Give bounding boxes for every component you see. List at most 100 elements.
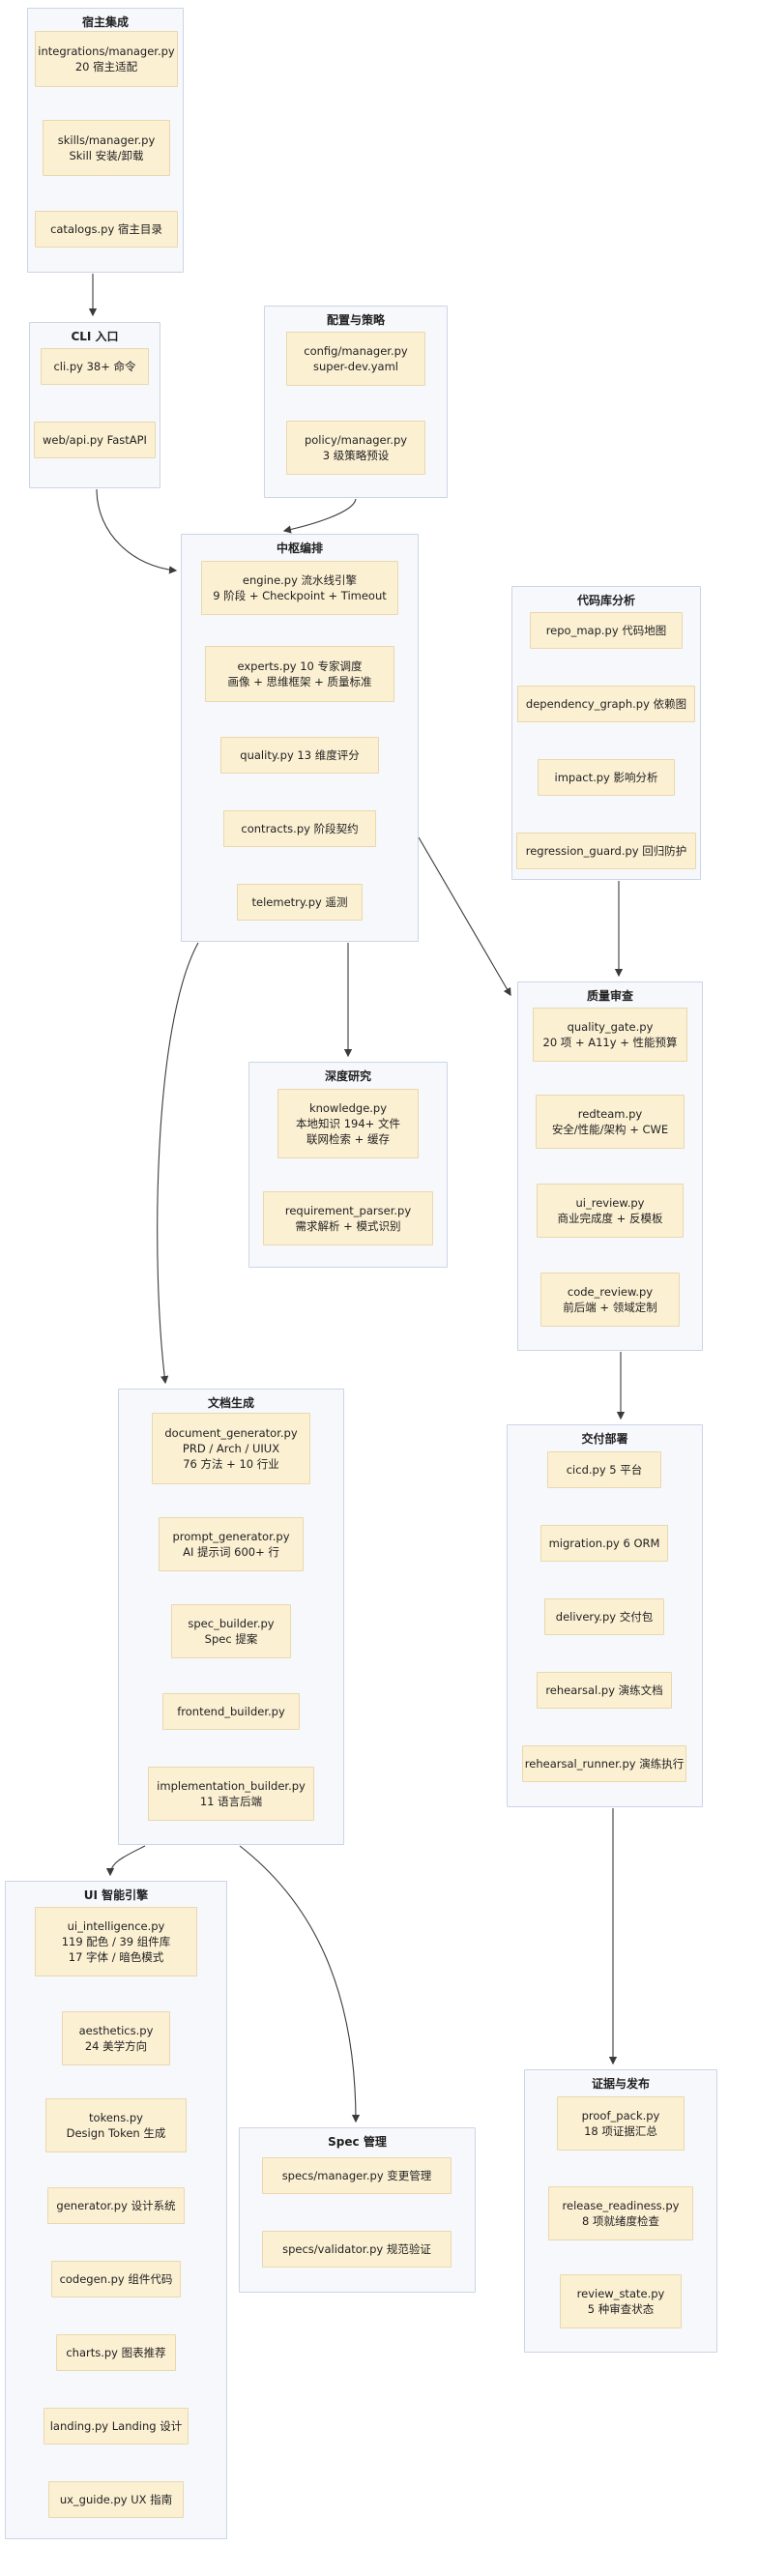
node-text-line: 76 方法 + 10 行业 bbox=[183, 1457, 279, 1471]
cluster-title-cli: CLI 入口 bbox=[71, 330, 119, 343]
node-text-line: web/api.py FastAPI bbox=[43, 433, 147, 447]
node-text-line: knowledge.py bbox=[308, 1101, 388, 1115]
node-text-line: config/manager.py bbox=[304, 344, 408, 358]
node-text-line: skills/manager.py bbox=[57, 133, 156, 147]
node-impact-py: impact.py 影响分析 bbox=[538, 759, 675, 796]
cluster-cli: CLI 入口 bbox=[29, 322, 160, 488]
node-text-line: frontend_builder.py bbox=[177, 1705, 285, 1718]
node-text-line: tokens.py bbox=[89, 2111, 143, 2124]
cluster-title-ui-engine: UI 智能引擎 bbox=[83, 1888, 149, 1902]
node-text-line: specs/validator.py 规范验证 bbox=[282, 2242, 431, 2256]
node-text-line: 24 美学方向 bbox=[84, 2039, 148, 2053]
node-text-line: cli.py 38+ 命令 bbox=[53, 360, 136, 373]
node-charts-py: charts.py 图表推荐 bbox=[56, 2334, 176, 2371]
cluster-title-config: 配置与策略 bbox=[326, 313, 385, 327]
cluster-title-evidence: 证据与发布 bbox=[591, 2077, 650, 2091]
node-text-line: PRD / Arch / UIUX bbox=[182, 1442, 280, 1455]
node-quality-py: quality.py 13 维度评分 bbox=[220, 737, 379, 774]
node-dependency-graph-py: dependency_graph.py 依赖图 bbox=[517, 686, 695, 722]
node-text-line: Design Token 生成 bbox=[66, 2126, 166, 2140]
node-text-line: Spec 提案 bbox=[204, 1632, 258, 1646]
node-text-line: contracts.py 阶段契约 bbox=[241, 822, 359, 835]
node-text-line: 20 宿主适配 bbox=[74, 60, 138, 73]
node-text-line: 画像 + 思维框架 + 质量标准 bbox=[227, 675, 372, 688]
node-text-line: charts.py 图表推荐 bbox=[66, 2346, 166, 2359]
node-landing-py: landing.py Landing 设计 bbox=[44, 2408, 189, 2444]
edge-docs-to-spec-mgmt bbox=[239, 1845, 361, 2123]
node-text-line: requirement_parser.py bbox=[284, 1204, 412, 1217]
node-text-line: 20 项 + A11y + 性能预算 bbox=[542, 1036, 678, 1049]
node-cli-py: cli.py 38+ 命令 bbox=[41, 348, 149, 385]
node-rehearsal-py: rehearsal.py 演练文档 bbox=[537, 1672, 672, 1709]
node-text-line: ui_review.py bbox=[575, 1196, 645, 1210]
node-text-line: 5 种审查状态 bbox=[587, 2302, 655, 2316]
node-text-line: aesthetics.py bbox=[78, 2024, 154, 2037]
node-text-line: code_review.py bbox=[567, 1285, 654, 1299]
node-rehearsal-runner-py: rehearsal_runner.py 演练执行 bbox=[522, 1745, 686, 1782]
node-text-line: 安全/性能/架构 + CWE bbox=[551, 1123, 669, 1136]
edge-orchestration-to-docs bbox=[157, 942, 199, 1385]
node-text-line: proof_pack.py bbox=[581, 2109, 660, 2122]
node-text-line: quality_gate.py bbox=[567, 1020, 654, 1034]
node-experts-py: experts.py 10 专家调度画像 + 思维框架 + 质量标准 bbox=[205, 646, 394, 702]
node-text-line: 119 配色 / 39 组件库 bbox=[61, 1935, 171, 1948]
node-text-line: prompt_generator.py bbox=[172, 1530, 290, 1543]
node-text-line: 9 阶段 + Checkpoint + Timeout bbox=[213, 589, 387, 602]
node-text-line: quality.py 13 维度评分 bbox=[240, 748, 360, 762]
node-quality-gate-py: quality_gate.py 20 项 + A11y + 性能预算 bbox=[533, 1008, 687, 1062]
node-proof-pack-py: proof_pack.py 18 项证据汇总 bbox=[557, 2096, 685, 2151]
node-telemetry-py: telemetry.py 遥测 bbox=[237, 884, 363, 921]
node-text-line: 17 字体 / 暗色模式 bbox=[68, 1950, 164, 1964]
node-specs-manager-py: specs/manager.py 变更管理 bbox=[262, 2157, 452, 2194]
node-text-line: spec_builder.py bbox=[188, 1617, 275, 1630]
node-text-line: release_readiness.py bbox=[562, 2199, 680, 2212]
node-text-line: review_state.py bbox=[576, 2287, 665, 2300]
node-generator-py: generator.py 设计系统 bbox=[47, 2187, 185, 2224]
node-text-line: cicd.py 5 平台 bbox=[566, 1463, 643, 1477]
node-text-line: repo_map.py 代码地图 bbox=[545, 624, 667, 637]
node-text-line: ui_intelligence.py bbox=[67, 1919, 165, 1933]
node-text-line: impact.py 影响分析 bbox=[554, 771, 658, 784]
cluster-title-codebase: 代码库分析 bbox=[576, 594, 635, 607]
node-migration-py: migration.py 6 ORM bbox=[540, 1525, 668, 1562]
node-ux-guide-py: ux_guide.py UX 指南 bbox=[48, 2481, 184, 2518]
node-contracts-py: contracts.py 阶段契约 bbox=[223, 810, 376, 847]
node-ui-intelligence-py: ui_intelligence.py 119 配色 / 39 组件库 17 字体 /… bbox=[35, 1907, 197, 1976]
node-text-line: rehearsal_runner.py 演练执行 bbox=[524, 1757, 685, 1771]
node-text-line: engine.py 流水线引擎 bbox=[242, 573, 358, 587]
node-codegen-py: codegen.py 组件代码 bbox=[51, 2261, 181, 2298]
node-text-line: catalogs.py 宿主目录 bbox=[50, 222, 162, 236]
node-frontend-builder-py: frontend_builder.py bbox=[162, 1693, 300, 1730]
node-web-api-py: web/api.py FastAPI bbox=[34, 422, 156, 458]
node-text-line: 前后端 + 领域定制 bbox=[563, 1301, 657, 1314]
node-catalogs-py: catalogs.py 宿主目录 bbox=[35, 211, 178, 248]
node-text-line: codegen.py 组件代码 bbox=[59, 2272, 173, 2286]
node-text-line: 11 语言后端 bbox=[199, 1795, 263, 1808]
node-text-line: document_generator.py bbox=[164, 1426, 298, 1440]
cluster-title-research: 深度研究 bbox=[324, 1069, 371, 1083]
node-text-line: 18 项证据汇总 bbox=[584, 2124, 657, 2138]
node-text-line: policy/manager.py bbox=[304, 433, 408, 447]
node-text-line: 联网检索 + 缓存 bbox=[306, 1132, 390, 1146]
edge-cli-to-orchestration bbox=[96, 488, 178, 574]
node-integrations-manager-py: integrations/manager.py 20 宿主适配 bbox=[35, 31, 178, 87]
node-text-line: landing.py Landing 设计 bbox=[49, 2419, 183, 2433]
node-text-line: rehearsal.py 演练文档 bbox=[545, 1683, 663, 1697]
node-review-state-py: review_state.py 5 种审查状态 bbox=[560, 2274, 682, 2328]
edge-orchestration-to-quality-review bbox=[418, 836, 511, 997]
node-text-line: experts.py 10 专家调度 bbox=[237, 659, 363, 673]
node-text-line: regression_guard.py 回归防护 bbox=[525, 844, 687, 858]
cluster-title-orchestration: 中枢编排 bbox=[276, 542, 323, 555]
node-text-line: integrations/manager.py bbox=[38, 44, 175, 58]
